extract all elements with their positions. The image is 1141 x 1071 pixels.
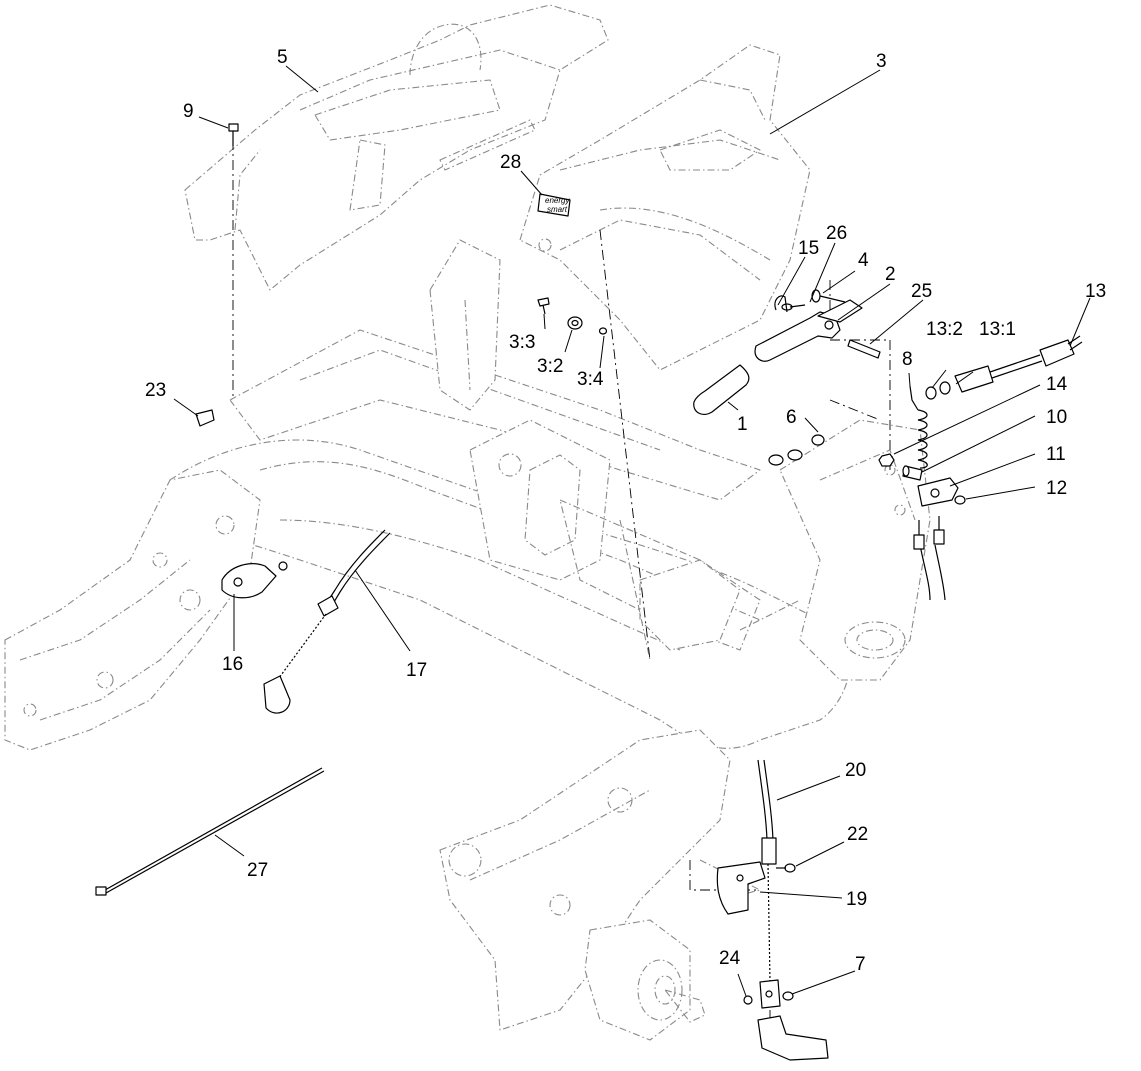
pin-part-25 [847,339,881,359]
callout-16: 16 [222,654,243,675]
callout-4: 4 [858,250,869,271]
grommet-part-3-2 [567,316,583,330]
callout-13-1: 13:1 [979,319,1016,340]
cable-tie-part-27 [95,767,325,896]
washer-part-24 [743,995,753,1005]
energy-smart-badge: energy smart [537,193,571,217]
clip-part-15 [774,295,788,313]
callout-25: 25 [911,281,932,302]
bracket-part-19 [716,861,766,915]
callout-24: 24 [719,948,741,969]
callout-5: 5 [277,47,288,68]
callout-3: 3 [876,51,887,72]
fitting-part-10 [902,465,923,481]
bushing-part-6 [768,434,825,466]
badge-line-2: smart [547,205,568,214]
screw-part-3-3 [537,297,550,315]
cover-part-5 [184,4,609,291]
screw-part-9 [228,123,239,146]
callout-3-4: 3:4 [577,369,604,390]
callout-12: 12 [1046,478,1067,499]
nut-part-14 [878,453,895,467]
callout-labels: 5 9 3 28 15 26 4 2 25 13 13:2 13:1 8 14 … [145,47,1106,975]
lever-part-2 [754,299,863,362]
cable-part-17 [263,529,391,714]
nut-part-3-4 [598,327,608,335]
callout-9: 9 [183,101,194,122]
callout-27: 27 [247,860,268,881]
callout-3-3: 3:3 [509,332,535,353]
bolt-part-4 [811,289,846,303]
screw-part-12 [954,495,966,505]
clevis-part-7 [757,979,829,1061]
callout-13: 13 [1085,281,1106,302]
frame-assembly [4,239,931,1041]
clip-part-23 [195,409,215,427]
callout-20: 20 [845,760,866,781]
leader-lines [173,65,1091,997]
cable-part-13 [925,335,1083,400]
grip-part-1 [693,364,750,415]
screw-part-22 [776,863,796,873]
bracket-part-11 [917,477,959,507]
callout-13-2: 13:2 [926,319,963,340]
cable-part-20 [757,759,777,983]
cover-part-3 [519,44,811,371]
callout-2: 2 [885,264,896,285]
bracket-part-16 [221,561,288,599]
spring-part-8 [909,385,928,469]
callout-3-2: 3:2 [537,356,563,377]
callout-17: 17 [406,660,427,681]
callout-7: 7 [855,954,866,975]
callout-19: 19 [846,889,867,910]
callout-10: 10 [1046,407,1067,428]
callout-23: 23 [145,380,166,401]
callout-6: 6 [786,407,797,428]
badge-line-1: energy [545,196,570,205]
callout-28: 28 [500,152,521,173]
callout-14: 14 [1046,374,1068,395]
callout-22: 22 [847,824,868,845]
callout-15: 15 [798,238,819,259]
callout-11: 11 [1046,444,1066,465]
callout-26: 26 [826,223,847,244]
callout-8: 8 [902,349,913,370]
callout-1: 1 [737,414,748,435]
wire-harness [913,516,946,601]
